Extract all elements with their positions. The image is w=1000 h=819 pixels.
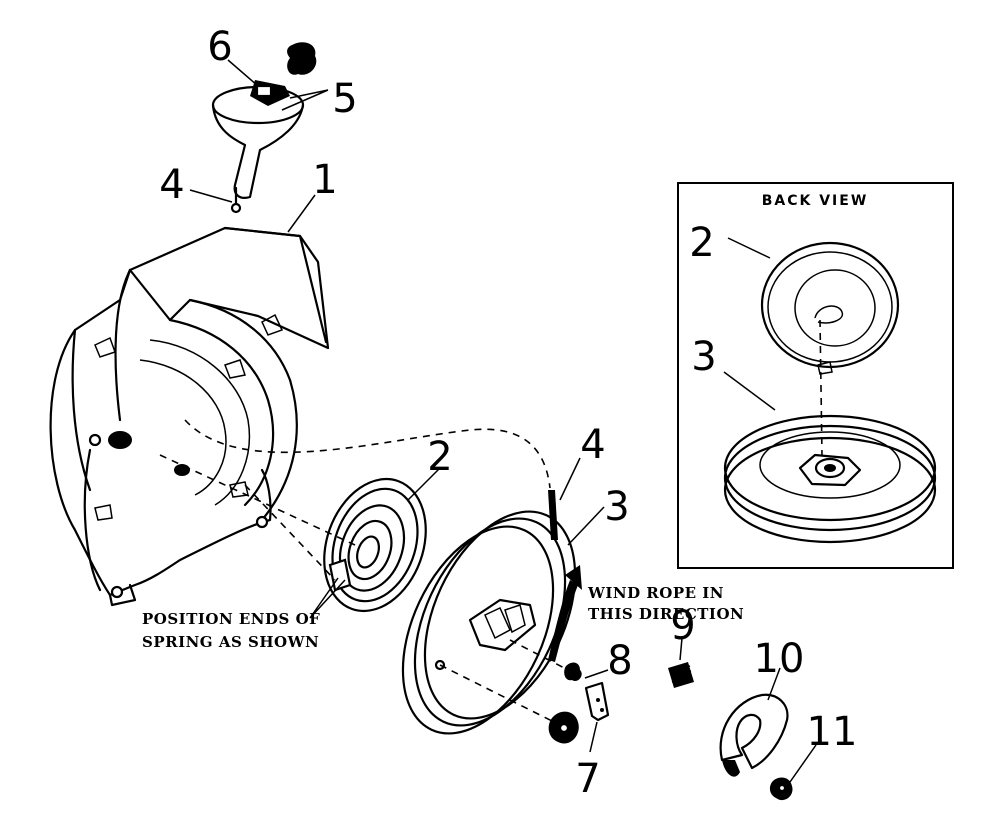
callout-3-pulley: 3 xyxy=(604,484,629,530)
callout-2-spring: 2 xyxy=(427,434,452,480)
back-view-title: BACK VIEW xyxy=(762,193,869,209)
retainer-screw xyxy=(548,711,579,744)
callout-numbers: 6 5 4 1 2 4 3 8 9 10 11 7 xyxy=(159,24,857,802)
callout-10: 10 xyxy=(754,636,805,682)
leader-lines xyxy=(189,59,817,783)
back-view-pulley xyxy=(723,414,937,544)
callout-4-rope: 4 xyxy=(580,422,605,468)
callout-11: 11 xyxy=(807,709,858,755)
nut xyxy=(769,777,793,801)
callout-1: 1 xyxy=(312,157,337,203)
back-view-spring xyxy=(760,241,900,375)
callout-9: 9 xyxy=(670,603,695,649)
callout-8: 8 xyxy=(607,638,632,684)
wind-caption-line-1: WIND ROPE IN xyxy=(587,584,724,602)
back-view-callout-2: 2 xyxy=(689,220,714,266)
back-view-callout-3: 3 xyxy=(691,334,716,380)
spring-caption-line-1: POSITION ENDS OF xyxy=(142,610,320,628)
wind-caption-line-2: THIS DIRECTION xyxy=(588,605,744,623)
assembly-guide-lines xyxy=(159,419,573,726)
retainer xyxy=(719,693,789,777)
captions: POSITION ENDS OF SPRING AS SHOWN WIND RO… xyxy=(142,584,744,651)
spring-caption-line-2: SPRING AS SHOWN xyxy=(142,633,319,651)
callout-6: 6 xyxy=(207,24,232,70)
starter-housing xyxy=(49,226,330,607)
callout-5: 5 xyxy=(332,76,357,122)
back-view-inset: BACK VIEW 2 3 xyxy=(677,182,954,569)
pawl-and-spring xyxy=(564,662,610,722)
starter-handle-assembly xyxy=(211,42,317,214)
recoil-spring xyxy=(323,477,427,613)
callout-4-handle: 4 xyxy=(159,162,184,208)
callout-7: 7 xyxy=(575,756,600,802)
brake-spring xyxy=(668,662,694,688)
